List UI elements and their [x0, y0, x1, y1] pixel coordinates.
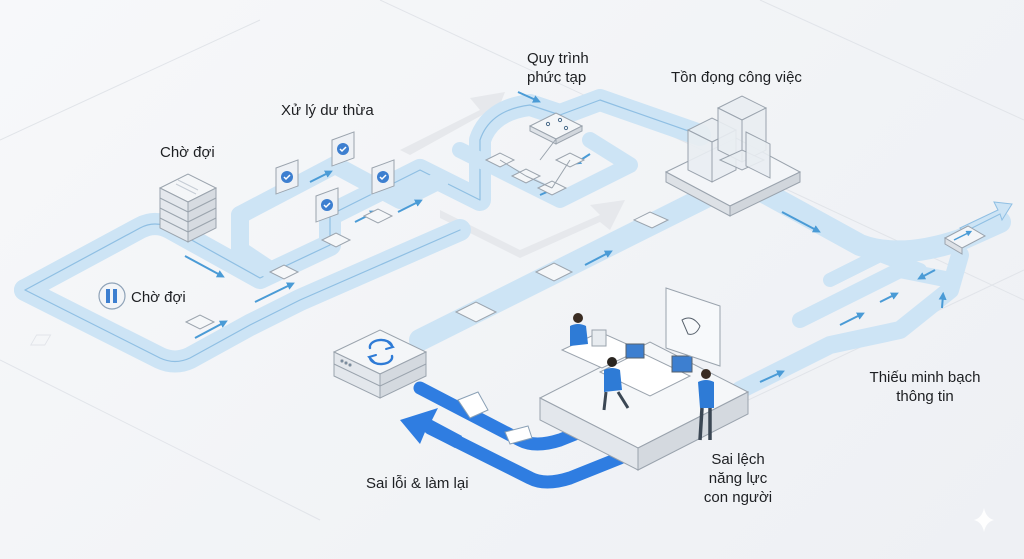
check-circle-icon — [275, 159, 299, 195]
stacked-blocks-icon — [664, 95, 802, 217]
label-lack-transparency-line1: Thiếu minh bạch — [869, 369, 981, 386]
document-trays — [184, 208, 670, 330]
pause-icon — [98, 282, 126, 310]
workstation-icon — [538, 287, 750, 471]
refresh-block — [332, 329, 428, 399]
output-arrow — [943, 201, 1013, 255]
refresh-icon — [367, 338, 395, 366]
label-lack-transparency-line2: thông tin — [896, 388, 954, 405]
label-complex-process-line1: Quy trình — [527, 50, 589, 67]
main-flow-path — [14, 89, 1011, 399]
sparkle-icon — [974, 508, 994, 532]
crumpled-papers — [457, 391, 533, 445]
flowchart-icon — [484, 112, 586, 196]
check-circle-icon — [315, 187, 339, 223]
label-redundant-processing: Xử lý dư thừa — [281, 102, 374, 119]
ghost-arrows — [400, 92, 625, 258]
rework-arrowhead — [400, 408, 462, 448]
label-skill-gap: Sai lệch năng lực con người — [698, 450, 778, 507]
label-complex-process: Quy trình phức tạp — [527, 49, 589, 87]
label-skill-gap-line2: năng lực — [708, 470, 768, 487]
check-circle-icon — [371, 159, 395, 195]
label-skill-gap-line1: Sai lệch — [711, 451, 765, 468]
label-waiting-top: Chờ đợi — [160, 144, 215, 161]
check-circle-icon — [331, 131, 355, 167]
label-errors-rework: Sai lỗi & làm lại — [366, 475, 469, 492]
label-waiting-loop: Chờ đợi — [131, 289, 186, 306]
label-work-backlog: Tồn đọng công việc — [671, 69, 802, 86]
label-complex-process-line2: phức tạp — [527, 69, 587, 86]
check-gates — [275, 131, 395, 223]
label-skill-gap-line3: con người — [703, 489, 773, 506]
export-arrow-icon — [943, 225, 987, 255]
label-lack-transparency: Thiếu minh bạch thông tin — [868, 368, 982, 406]
server-stack-icon — [158, 173, 218, 243]
